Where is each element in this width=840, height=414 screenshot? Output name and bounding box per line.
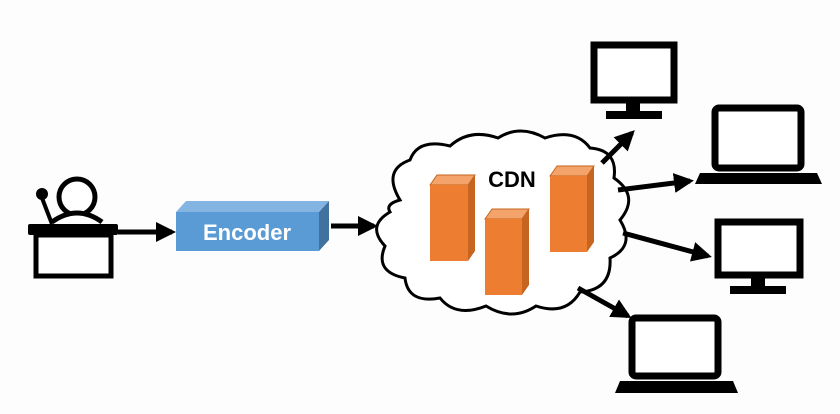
server-icon: [549, 165, 595, 252]
monitor-icon: [590, 41, 678, 119]
server-icon: [484, 208, 530, 295]
server-icon: [429, 174, 476, 261]
monitor-icon: [714, 218, 804, 294]
encoder-label: Encoder: [203, 220, 291, 245]
arrow-cdn-to-laptop-1: [617, 173, 694, 193]
cdn-label: CDN: [488, 167, 536, 192]
encoder-box: Encoder: [176, 201, 329, 251]
encoder-side-face: [319, 201, 329, 251]
laptop-icon: [695, 104, 822, 184]
presenter-icon: [28, 176, 118, 279]
arrow-cdn-to-monitor-1: [600, 130, 635, 165]
encoder-top-face: [176, 201, 329, 212]
laptop-icon: [615, 314, 738, 393]
encoder-front-face: [176, 212, 319, 251]
arrow-cdn-to-monitor-2: [622, 230, 712, 262]
arrow-cdn-to-laptop-2: [576, 285, 632, 319]
